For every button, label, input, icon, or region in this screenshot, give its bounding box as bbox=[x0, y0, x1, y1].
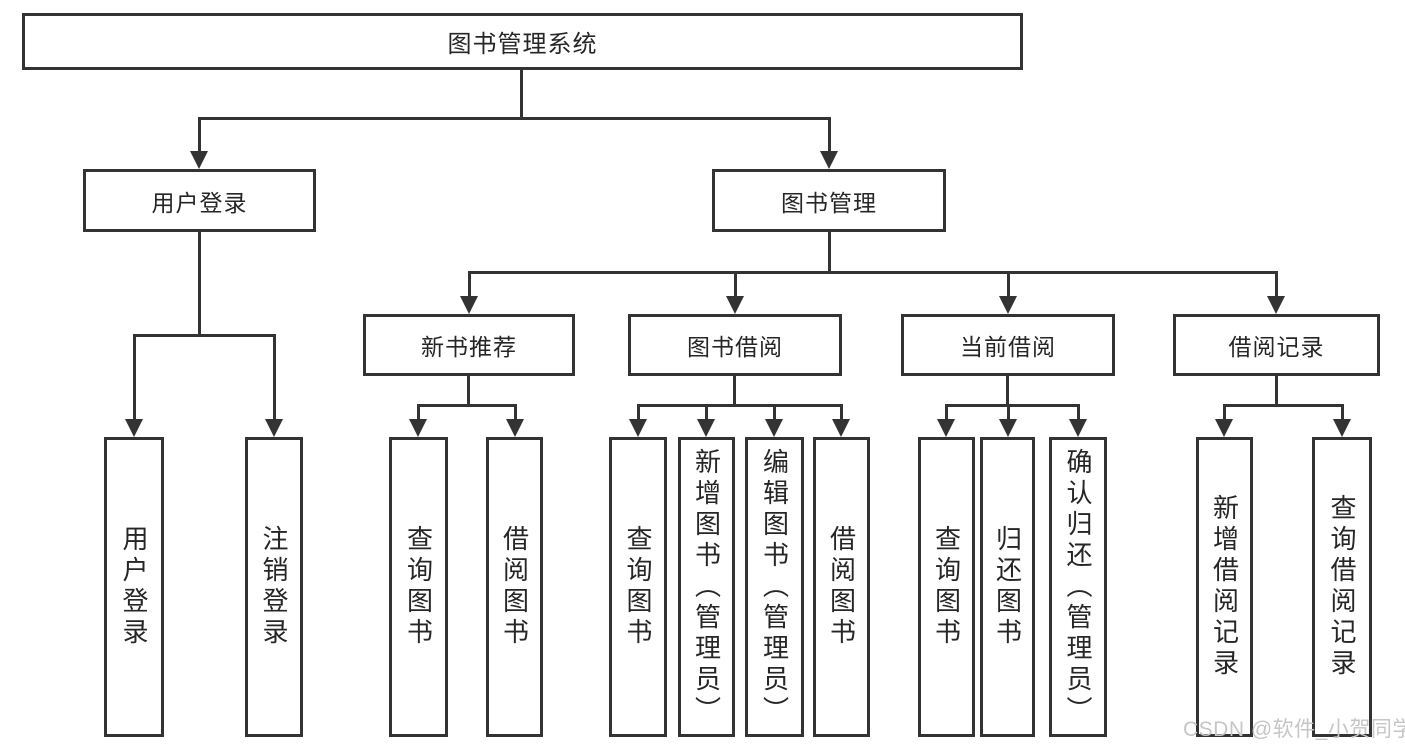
arrow-stem bbox=[467, 271, 471, 296]
arrowhead-down-icon bbox=[1069, 419, 1087, 437]
node-book-borrow: 图书借阅 bbox=[628, 314, 842, 376]
arrow-stem bbox=[1006, 271, 1010, 296]
connector-new-book-recommend-stem bbox=[467, 376, 470, 406]
leaf-borrow-book-1: 借阅图书 bbox=[486, 437, 543, 737]
arrowhead-down-icon bbox=[1215, 419, 1233, 437]
leaf-query-book-1: 查询图书 bbox=[389, 437, 448, 737]
arrow-leaf-query-book-2 bbox=[629, 404, 647, 437]
connector-user-login-branch bbox=[133, 334, 275, 337]
arrowhead-down-icon bbox=[999, 296, 1017, 314]
connector-book-borrow-branch bbox=[637, 404, 843, 407]
node-user-login: 用户登录 bbox=[83, 169, 316, 232]
arrow-stem bbox=[197, 117, 201, 151]
arrow-stem bbox=[636, 404, 640, 419]
arrow-user-login bbox=[190, 117, 208, 169]
arrow-stem bbox=[416, 404, 420, 419]
arrow-leaf-logout bbox=[265, 334, 283, 437]
arrowhead-down-icon bbox=[937, 419, 955, 437]
arrowhead-down-icon bbox=[506, 419, 524, 437]
arrow-stem bbox=[733, 271, 737, 296]
arrowhead-down-icon bbox=[460, 296, 478, 314]
connector-new-book-recommend-branch bbox=[417, 404, 516, 407]
arrowhead-down-icon bbox=[999, 419, 1017, 437]
arrow-stem bbox=[1340, 404, 1344, 419]
leaf-query-borrow-record: 查询借阅记录 bbox=[1312, 437, 1372, 737]
leaf-query-book-2: 查询图书 bbox=[609, 437, 667, 737]
arrow-leaf-return-book bbox=[999, 404, 1017, 437]
connector-book-management-branch bbox=[468, 271, 1278, 274]
arrow-book-borrow bbox=[726, 271, 744, 314]
arrow-leaf-edit-book bbox=[765, 404, 783, 437]
arrow-leaf-query-book-1 bbox=[409, 404, 427, 437]
connector-borrow-record-branch bbox=[1223, 404, 1343, 407]
node-current-borrow: 当前借阅 bbox=[901, 314, 1115, 376]
arrow-leaf-query-book-3 bbox=[937, 404, 955, 437]
arrowhead-down-icon bbox=[1333, 419, 1351, 437]
connector-current-borrow-stem bbox=[1006, 376, 1009, 406]
node-book-management: 图书管理 bbox=[712, 169, 946, 232]
arrow-new-book-recommend bbox=[460, 271, 478, 314]
arrow-stem bbox=[272, 334, 276, 419]
connector-book-management-stem bbox=[828, 232, 831, 273]
arrowhead-down-icon bbox=[832, 419, 850, 437]
arrow-stem bbox=[1076, 404, 1080, 419]
arrow-leaf-confirm-return bbox=[1069, 404, 1087, 437]
connector-current-borrow-branch bbox=[945, 404, 1079, 407]
arrow-leaf-add-book bbox=[697, 404, 715, 437]
connector-root-stem bbox=[520, 70, 523, 118]
arrow-stem bbox=[944, 404, 948, 419]
arrow-stem bbox=[772, 404, 776, 419]
leaf-add-borrow-record: 新增借阅记录 bbox=[1196, 437, 1253, 737]
arrow-leaf-borrow-book-2 bbox=[832, 404, 850, 437]
arrow-leaf-borrow-book-1 bbox=[506, 404, 524, 437]
arrow-stem bbox=[1222, 404, 1226, 419]
arrowhead-down-icon bbox=[265, 419, 283, 437]
arrow-stem bbox=[827, 117, 831, 151]
arrow-book-management bbox=[820, 117, 838, 169]
node-borrow-record: 借阅记录 bbox=[1173, 314, 1380, 376]
csdn-watermark: CSDN @软件_小贺同学 bbox=[1183, 718, 1405, 741]
leaf-edit-book-admin: 编辑图书（管理员） bbox=[745, 437, 804, 737]
leaf-return-book: 归还图书 bbox=[980, 437, 1035, 737]
arrowhead-down-icon bbox=[190, 151, 208, 169]
arrow-leaf-add-borrow-record bbox=[1215, 404, 1233, 437]
arrow-stem bbox=[1006, 404, 1010, 419]
node-new-book-recommend: 新书推荐 bbox=[363, 314, 575, 376]
arrowhead-down-icon bbox=[765, 419, 783, 437]
leaf-query-book-3: 查询图书 bbox=[918, 437, 975, 737]
arrowhead-down-icon bbox=[820, 151, 838, 169]
connector-user-login-stem bbox=[198, 232, 201, 335]
arrow-stem bbox=[704, 404, 708, 419]
arrow-borrow-record bbox=[1267, 271, 1285, 314]
node-root: 图书管理系统 bbox=[22, 13, 1023, 70]
leaf-borrow-book-2: 借阅图书 bbox=[813, 437, 870, 737]
leaf-user-login: 用户登录 bbox=[104, 437, 164, 737]
arrowhead-down-icon bbox=[1267, 296, 1285, 314]
arrowhead-down-icon bbox=[409, 419, 427, 437]
leaf-add-book-admin: 新增图书（管理员） bbox=[678, 437, 735, 737]
arrow-stem bbox=[839, 404, 843, 419]
connector-book-borrow-stem bbox=[733, 376, 736, 406]
leaf-confirm-return-admin: 确认归还（管理员） bbox=[1049, 437, 1107, 737]
connector-root-branch bbox=[198, 117, 831, 120]
arrowhead-down-icon bbox=[629, 419, 647, 437]
arrow-stem bbox=[132, 334, 136, 419]
arrow-leaf-query-borrow-record bbox=[1333, 404, 1351, 437]
arrowhead-down-icon bbox=[726, 296, 744, 314]
arrow-current-borrow bbox=[999, 271, 1017, 314]
arrowhead-down-icon bbox=[125, 419, 143, 437]
leaf-logout: 注销登录 bbox=[245, 437, 303, 737]
arrow-leaf-user-login bbox=[125, 334, 143, 437]
connector-borrow-record-stem bbox=[1275, 376, 1278, 406]
arrow-stem bbox=[513, 404, 517, 419]
arrow-stem bbox=[1274, 271, 1278, 296]
arrowhead-down-icon bbox=[697, 419, 715, 437]
